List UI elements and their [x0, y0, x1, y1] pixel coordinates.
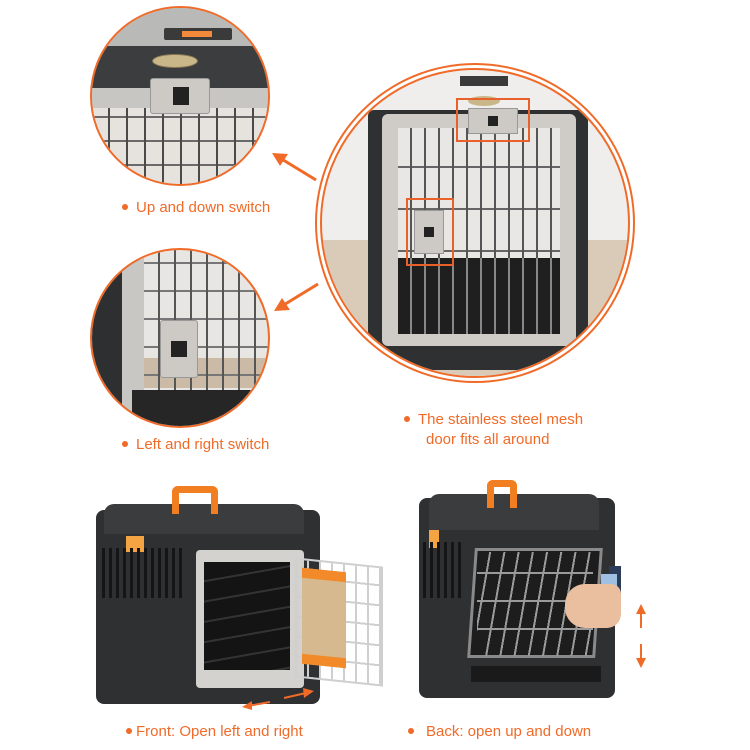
- side-latch: [414, 210, 444, 254]
- left-right-switch-closeup-image: [90, 248, 270, 428]
- crate-floor: [471, 666, 601, 682]
- brand-badge: [152, 54, 198, 68]
- up-down-switch-label: Up and down switch: [122, 198, 270, 218]
- side-latch-highlight-box: [406, 198, 454, 266]
- back-open-text: Back: open up and down: [426, 723, 592, 740]
- left-right-switch-label: Left and right switch: [122, 435, 269, 455]
- door-pad: [302, 567, 346, 669]
- steel-mesh-lower: [398, 258, 560, 334]
- side-vents: [423, 542, 463, 598]
- bullet-icon: [126, 727, 132, 734]
- latch-arrows-icon: [173, 87, 189, 105]
- crate-top: [104, 504, 304, 534]
- left-right-switch-text: Left and right switch: [136, 436, 270, 453]
- arrows-up-down-icon: [636, 604, 646, 668]
- door-frame: [122, 250, 144, 426]
- crate-interior: [204, 562, 290, 670]
- top-latch: [150, 78, 210, 114]
- handle-slot: [164, 28, 232, 40]
- mesh-door-label: The stainless steel mesh door fits all a…: [404, 410, 583, 450]
- latch-arrows-icon: [171, 341, 187, 357]
- arrow-down-left-icon: [274, 282, 319, 311]
- front-open-label: Front: Open left and right: [126, 722, 303, 742]
- up-down-switch-text: Up and down switch: [136, 199, 271, 216]
- bullet-icon: [122, 203, 128, 210]
- mesh-door-text-line1: The stainless steel mesh: [418, 411, 584, 428]
- side-vents: [102, 548, 182, 598]
- latch-arrows-icon: [424, 227, 434, 237]
- hand: [565, 584, 621, 628]
- arrows-left-right-icon: [242, 688, 314, 710]
- crate-top-panel: [92, 8, 268, 46]
- side-clip: [429, 530, 439, 548]
- front-open-text: Front: Open left and right: [136, 723, 303, 740]
- bullet-icon: [408, 727, 414, 734]
- bullet-icon: [404, 415, 410, 422]
- arrow-up-left-icon: [272, 153, 317, 182]
- up-down-switch-closeup-image: [90, 6, 270, 186]
- handle-slot: [460, 76, 508, 86]
- carry-handle: [487, 480, 517, 508]
- mesh-door-text-line2: door fits all around: [426, 431, 550, 448]
- front-open-photo: [90, 466, 390, 712]
- crate-floor: [132, 390, 268, 426]
- top-latch-highlight-box: [456, 98, 530, 142]
- brand-badge: [468, 96, 500, 106]
- carry-handle: [172, 486, 218, 514]
- steel-mesh: [92, 108, 268, 184]
- top-latch: [468, 108, 518, 134]
- back-open-photo: [405, 466, 660, 706]
- bullet-icon: [122, 440, 128, 447]
- back-open-label: Back: open up and down: [408, 722, 591, 742]
- latch-arrows-icon: [488, 116, 498, 126]
- side-latch: [160, 320, 198, 378]
- front-door-overview-image: [320, 68, 630, 378]
